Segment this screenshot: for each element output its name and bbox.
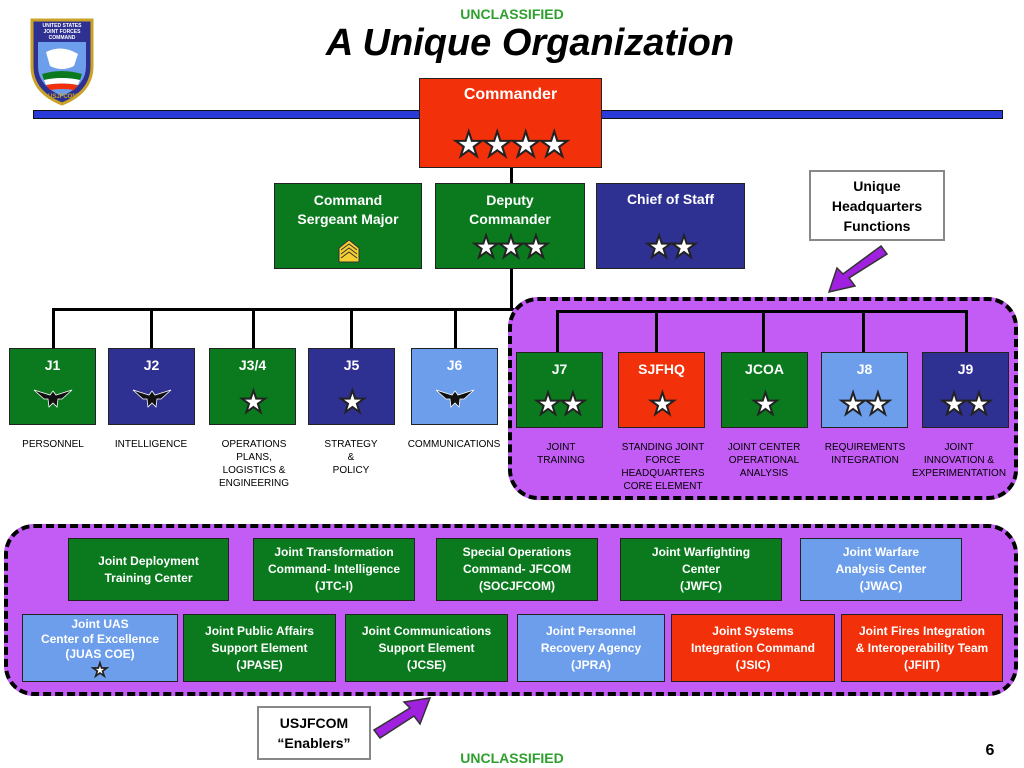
j1-description: PERSONNEL bbox=[22, 439, 84, 450]
sjfhq-box: SJFHQ ★ bbox=[618, 352, 705, 428]
j3-4-code: J3/4 bbox=[238, 357, 267, 373]
j6-description: COMMUNICATIONS bbox=[407, 439, 501, 450]
command-sergeant-major-box: Command Sergeant Major bbox=[274, 183, 422, 269]
j5-description: STRATEGY & POLICY bbox=[324, 439, 378, 476]
eagle-icon bbox=[131, 387, 173, 414]
page-title: A Unique Organization bbox=[325, 22, 735, 64]
two-star-icon: ★★ bbox=[645, 231, 698, 265]
j3-4-box: J3/4 ★ bbox=[209, 348, 296, 425]
enabler-box-jsic: Joint Systems Integration Command (JSIC) bbox=[671, 614, 835, 682]
connector-line bbox=[510, 268, 513, 310]
j6-code: J6 bbox=[446, 357, 463, 373]
enabler-box-jwac: Joint Warfare Analysis Center (JWAC) bbox=[800, 538, 962, 601]
callout-arrow-icon bbox=[825, 244, 890, 301]
connector-line bbox=[252, 308, 255, 348]
seal-text-top: UNITED STATES JOINT FORCES COMMAND bbox=[42, 23, 82, 41]
connector-line bbox=[52, 308, 968, 311]
juas-coe-label: Joint UAS Center of Excellence (JUAS COE… bbox=[40, 617, 160, 661]
sjfhq-description: STANDING JOINT FORCE HEADQUARTERS CORE E… bbox=[621, 442, 705, 492]
j9-description: JOINT INNOVATION & EXPERIMENTATION bbox=[911, 442, 1007, 479]
connector-line bbox=[454, 308, 457, 348]
deputy-commander-box: Deputy Commander ★★★ bbox=[435, 183, 585, 269]
enabler-box-juas-coe: Joint UAS Center of Excellence (JUAS COE… bbox=[22, 614, 178, 682]
two-star-icon: ★★ bbox=[940, 388, 993, 422]
eagle-icon bbox=[32, 387, 74, 414]
one-star-icon: ★ bbox=[339, 386, 367, 420]
enabler-box-jfiit: Joint Fires Integration & Interoperabili… bbox=[841, 614, 1003, 682]
one-star-icon: ★ bbox=[240, 386, 268, 420]
connector-line bbox=[655, 310, 658, 352]
four-star-icon: ★★★★ bbox=[453, 126, 570, 165]
one-star-icon: ★ bbox=[91, 660, 109, 680]
j3-4-description: OPERATIONS PLANS, LOGISTICS & ENGINEERIN… bbox=[218, 439, 289, 489]
j2-box: J2 bbox=[108, 348, 195, 425]
eagle-icon bbox=[434, 387, 476, 414]
enabler-box-jpase: Joint Public Affairs Support Element (JP… bbox=[183, 614, 336, 682]
one-star-icon: ★ bbox=[752, 388, 780, 422]
j9-code: J9 bbox=[957, 361, 974, 377]
j6-box: J6 bbox=[411, 348, 498, 425]
connector-line bbox=[510, 168, 513, 184]
j1-box: J1 bbox=[9, 348, 96, 425]
enabler-box-jwfc: Joint Warfighting Center (JWFC) bbox=[620, 538, 782, 601]
page-number: 6 bbox=[985, 742, 995, 759]
two-star-icon: ★★ bbox=[534, 388, 587, 422]
sergeant-major-chevron-icon bbox=[338, 238, 360, 269]
deputy-commander-label: Deputy Commander bbox=[469, 192, 551, 227]
jcoa-description: JOINT CENTER OPERATIONAL ANALYSIS bbox=[727, 442, 801, 479]
two-star-icon: ★★ bbox=[839, 388, 892, 422]
connector-line bbox=[762, 310, 765, 352]
seal-text-bottom: USJFCOM bbox=[48, 94, 78, 100]
j8-code: J8 bbox=[856, 361, 873, 377]
connector-line bbox=[150, 308, 153, 348]
j2-description: INTELLIGENCE bbox=[114, 439, 188, 450]
j7-code: J7 bbox=[551, 361, 568, 377]
j5-code: J5 bbox=[343, 357, 360, 373]
connector-line bbox=[350, 308, 353, 348]
usjfcom-seal-icon: UNITED STATES JOINT FORCES COMMAND USJFC… bbox=[26, 14, 98, 106]
enabler-box-jdtc: Joint Deployment Training Center bbox=[68, 538, 229, 601]
csm-label: Command Sergeant Major bbox=[297, 192, 399, 227]
enablers-callout: USJFCOM “Enablers” bbox=[257, 706, 371, 760]
classification-top: UNCLASSIFIED bbox=[460, 6, 564, 22]
connector-line bbox=[965, 310, 968, 352]
enabler-box-jtc-i: Joint Transformation Command- Intelligen… bbox=[253, 538, 415, 601]
j8-description: REQUIREMENTS INTEGRATION bbox=[824, 442, 906, 466]
commander-label: Commander bbox=[463, 86, 558, 103]
one-star-icon: ★ bbox=[649, 388, 677, 422]
j5-box: J5 ★ bbox=[308, 348, 395, 425]
connector-line bbox=[556, 310, 559, 352]
jcoa-box: JCOA ★ bbox=[721, 352, 808, 428]
j7-description: JOINT TRAINING bbox=[537, 442, 585, 466]
enabler-box-socjfcom: Special Operations Command- JFCOM (SOCJF… bbox=[436, 538, 598, 601]
three-star-icon: ★★★ bbox=[472, 231, 550, 265]
j7-box: J7 ★★ bbox=[516, 352, 603, 428]
connector-line bbox=[52, 308, 55, 348]
j8-box: J8 ★★ bbox=[821, 352, 908, 428]
j9-box: J9 ★★ bbox=[922, 352, 1009, 428]
hq-functions-callout: Unique Headquarters Functions bbox=[809, 170, 945, 241]
enabler-box-jpra: Joint Personnel Recovery Agency (JPRA) bbox=[517, 614, 665, 682]
commander-box: Commander ★★★★ bbox=[419, 78, 602, 168]
jcoa-code: JCOA bbox=[745, 361, 784, 377]
connector-line bbox=[862, 310, 865, 352]
sjfhq-code: SJFHQ bbox=[638, 361, 685, 377]
classification-bottom: UNCLASSIFIED bbox=[460, 750, 564, 766]
chief-of-staff-box: Chief of Staff ★★ bbox=[596, 183, 745, 269]
chief-of-staff-label: Chief of Staff bbox=[626, 191, 715, 207]
j1-code: J1 bbox=[44, 357, 61, 373]
enabler-box-jcse: Joint Communications Support Element (JC… bbox=[345, 614, 508, 682]
callout-arrow-icon bbox=[370, 694, 434, 745]
j2-code: J2 bbox=[143, 357, 160, 373]
